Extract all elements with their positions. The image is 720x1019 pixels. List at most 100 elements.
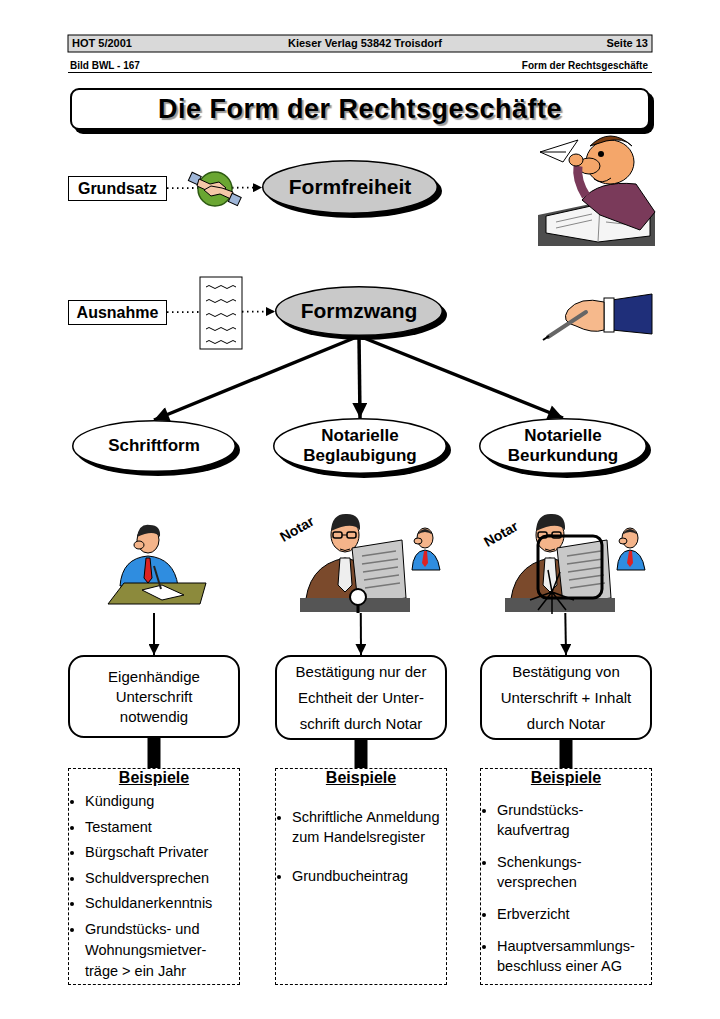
paper-sheet	[142, 585, 184, 600]
example-item: Grundstücks- und Wohnungsmietver- träge …	[85, 919, 237, 982]
example-heading: Beispiele	[69, 769, 239, 787]
text-wrap: Schriftform	[98, 436, 210, 456]
header-text: HOT 5/2001	[72, 37, 222, 49]
arm	[578, 166, 586, 196]
writer-illustration	[104, 470, 214, 613]
eye	[598, 151, 604, 157]
text-wrap: Bestätigung nur der Echtheit der Unter- …	[283, 659, 439, 737]
example-list: KündigungTestamentBürgschaft PrivaterSch…	[69, 791, 239, 982]
pen-hand-illustration	[543, 294, 652, 340]
header-text: Seite 13	[498, 37, 648, 49]
node-text: Grundsatz	[78, 180, 157, 198]
example-item: Schuldanerkenntnis	[85, 893, 237, 914]
icon-cuff	[228, 193, 241, 205]
branch-arrow	[359, 336, 360, 418]
node-text: Bestätigung nur der Echtheit der Unter- …	[283, 659, 439, 737]
magnifier-icon	[350, 589, 366, 613]
example-item: Grundstücks- kaufvertrag	[497, 800, 649, 840]
header-text: Form der Rechtsgeschäfte	[448, 60, 648, 71]
magnifier-lens	[350, 589, 366, 605]
header-band	[68, 35, 652, 52]
example-box: BeispieleSchriftliche Anmeldung zum Hand…	[275, 768, 447, 985]
node-text: Formzwang	[301, 299, 418, 323]
example-item: Kündigung	[85, 791, 237, 812]
text-wrap: Eigenhändige Unterschrift notwendig	[82, 667, 226, 727]
ellipse-fill	[276, 287, 443, 336]
node-text: Notarielle Beurkundung	[479, 426, 647, 466]
figure-backdrop	[104, 470, 214, 613]
ellipse-fill	[263, 161, 438, 214]
cuff	[604, 298, 614, 332]
pen-tip	[543, 336, 549, 340]
description-box: Eigenhändige Unterschrift notwendig	[68, 655, 240, 738]
document-sheet	[200, 277, 242, 349]
branch-arrow	[359, 336, 563, 418]
sleeve	[612, 294, 652, 334]
text-wrap: Ausnahme	[77, 304, 159, 322]
inspection-frame	[530, 536, 602, 614]
example-item: Hauptversammlungs- beschluss einer AG	[497, 936, 649, 976]
description-box: Bestätigung von Unterschrift + Inhalt du…	[480, 655, 652, 740]
document-icon	[200, 277, 242, 349]
example-list: Schriftliche Anmeldung zum Handelsregist…	[276, 807, 446, 886]
node-text: Formfreiheit	[289, 175, 412, 199]
jacket	[582, 183, 655, 230]
example-item: Schriftliche Anmeldung zum Handelsregist…	[292, 807, 444, 847]
example-item: Schuldversprechen	[85, 868, 237, 889]
text-wrap: Grundsatz	[78, 180, 157, 198]
form-type-ellipse: Notarielle Beurkundung	[479, 418, 647, 474]
writer-body	[120, 556, 178, 586]
form-type-ellipse: Notarielle Beglaubigung	[273, 418, 447, 474]
header-text: Kieser Verlag 53842 Troisdorf	[260, 37, 470, 49]
node-text: Eigenhändige Unterschrift notwendig	[82, 667, 226, 727]
thick-bar	[355, 740, 368, 768]
hand	[565, 300, 604, 331]
text-wrap: Notarielle Beurkundung	[479, 426, 647, 466]
paper-plane-fold	[540, 152, 566, 153]
example-box: BeispieleKündigungTestamentBürgschaft Pr…	[68, 768, 240, 985]
example-item: Bürgschaft Privater	[85, 842, 237, 863]
thick-bar	[148, 738, 161, 768]
hand	[569, 154, 583, 166]
example-box: BeispieleGrundstücks- kaufvertragSchenku…	[480, 768, 652, 985]
inspection-rays	[530, 570, 574, 614]
branch-arrow	[154, 336, 359, 420]
example-list: Grundstücks- kaufvertragSchenkungs- vers…	[481, 800, 651, 976]
writer-hair	[137, 525, 160, 537]
form-ellipse: Formfreiheit	[262, 160, 438, 214]
thick-bar	[560, 740, 573, 768]
node-text: Ausnahme	[77, 304, 159, 322]
example-item: Erbverzicht	[497, 904, 649, 924]
example-item: Testament	[85, 817, 237, 838]
hair	[590, 136, 632, 146]
exception-box: Ausnahme	[68, 300, 167, 325]
example-item: Grundbucheintrag	[292, 866, 444, 886]
node-text: Notarielle Beglaubigung	[273, 426, 447, 466]
form-type-ellipse: Schriftform	[72, 420, 236, 472]
icon-disc	[198, 172, 232, 206]
handshake-icon	[188, 172, 241, 206]
text-wrap: Notarielle Beglaubigung	[273, 426, 447, 466]
thinker-illustration	[538, 136, 655, 246]
example-heading: Beispiele	[481, 769, 651, 787]
mouth	[594, 178, 611, 182]
icon-hand	[204, 186, 233, 199]
principle-box: Grundsatz	[68, 176, 167, 201]
ellipse-fill	[480, 419, 647, 474]
title-box: Die Form der Rechtsgeschäfte	[70, 88, 650, 130]
writer-pen	[154, 566, 161, 589]
ellipse-fill	[274, 419, 447, 474]
header-rule	[68, 72, 652, 73]
paper-plane	[540, 140, 578, 162]
notary-illustration	[505, 470, 651, 613]
title-text: Die Form der Rechtsgeschäfte	[158, 94, 562, 125]
text-wrap: Formzwang	[301, 299, 418, 323]
node-text: Bestätigung von Unterschrift + Inhalt du…	[486, 659, 646, 737]
text-wrap: Formfreiheit	[289, 175, 412, 199]
node-text: Schriftform	[98, 436, 210, 456]
writer-tie	[144, 558, 152, 583]
magnifier-handle	[357, 605, 360, 613]
example-heading: Beispiele	[276, 769, 446, 787]
form-ellipse: Formzwang	[275, 286, 443, 336]
